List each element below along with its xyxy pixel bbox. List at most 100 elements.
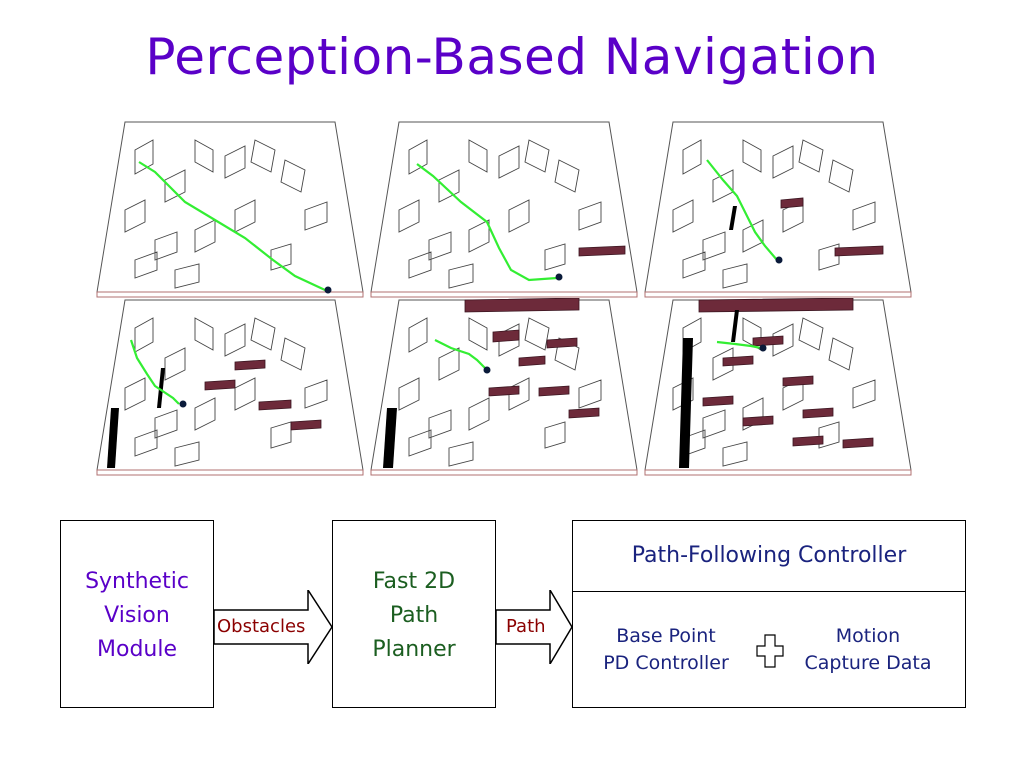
obstacle-outline <box>154 409 178 439</box>
boundary-wall <box>679 338 693 468</box>
obstacle-outline <box>280 337 306 371</box>
obstacle-outline <box>234 199 256 233</box>
perceived-wall <box>802 407 834 419</box>
obstacle-outline <box>682 251 706 279</box>
path-label: Path <box>506 616 546 637</box>
perceived-wall <box>792 435 824 447</box>
obstacle-outline <box>508 199 530 233</box>
floor <box>370 121 638 293</box>
planner-line-1: Fast 2D <box>372 569 456 594</box>
obstacle-outline <box>250 317 276 351</box>
obstacle-outline <box>468 317 488 351</box>
perceived-wall <box>464 298 580 313</box>
obstacle-outline <box>224 323 246 357</box>
boundary-wall <box>107 408 119 468</box>
floor <box>96 121 364 293</box>
obstacle-outline <box>712 347 734 381</box>
nav-panel <box>95 120 365 298</box>
obstacle-outline <box>772 323 794 357</box>
obstacle-outline <box>448 263 474 289</box>
obstacle-outline <box>134 251 158 279</box>
planner-line-3: Planner <box>372 637 456 662</box>
perceived-wall <box>258 399 292 411</box>
boundary-wall <box>731 310 739 342</box>
base-point-label: Base Point PD Controller <box>591 623 741 677</box>
agent-marker <box>483 366 491 374</box>
obstacle-outline <box>852 201 876 231</box>
perceived-wall <box>702 395 734 407</box>
obstacle-outline <box>134 317 154 353</box>
obstacles-arrow <box>214 590 334 664</box>
obstacle-outline <box>398 377 420 411</box>
planned-path <box>434 339 486 369</box>
obstacle-outline <box>498 145 520 179</box>
plus-icon <box>755 633 785 673</box>
obstacle-outline <box>428 409 452 439</box>
obstacle-outline <box>304 201 328 231</box>
perceived-wall <box>234 359 266 371</box>
obstacle-outline <box>468 397 490 431</box>
perceived-wall <box>204 379 236 391</box>
planner-line-2: Path <box>389 603 439 628</box>
obstacle-outline <box>224 145 246 179</box>
nav-panel <box>643 120 913 298</box>
nav-panel-scene <box>644 121 912 298</box>
path-arrow <box>496 590 574 664</box>
nav-panel-scene <box>370 121 638 298</box>
obstacle-outline <box>702 231 726 261</box>
perceived-wall <box>578 245 626 257</box>
perceived-wall <box>538 385 570 397</box>
planned-path <box>129 339 180 405</box>
motion-line-1: Motion <box>835 625 901 647</box>
vision-line-1: Synthetic <box>85 569 189 594</box>
obstacle-outline <box>174 441 200 467</box>
obstacle-outline <box>798 139 824 173</box>
obstacle-outline <box>578 201 602 231</box>
obstacle-outline <box>134 429 158 457</box>
obstacle-outline <box>280 159 306 193</box>
page-title: Perception-Based Navigation <box>145 28 879 86</box>
boundary-wall <box>729 206 737 230</box>
perceived-wall <box>546 337 578 349</box>
controller-header: Path-Following Controller <box>631 543 907 568</box>
obstacle-outline <box>270 421 292 449</box>
nav-panel-scene <box>644 298 912 476</box>
base-line-2: PD Controller <box>603 652 729 674</box>
obstacle-outline <box>270 243 292 271</box>
path-planner-box: Fast 2D Path Planner <box>332 520 496 708</box>
obstacle-outline <box>852 379 876 409</box>
perceived-wall <box>698 298 854 313</box>
agent-marker <box>759 344 767 352</box>
obstacle-outline <box>234 377 256 411</box>
obstacle-outline <box>174 263 200 289</box>
synthetic-vision-module-box: Synthetic Vision Module <box>60 520 214 708</box>
obstacle-outline <box>468 139 488 173</box>
obstacle-outline <box>428 231 452 261</box>
obstacle-outline <box>524 317 550 351</box>
obstacle-outline <box>544 243 566 271</box>
obstacle-outline <box>124 377 146 411</box>
perceived-wall <box>752 335 784 347</box>
obstacle-outline <box>828 337 854 371</box>
vision-line-2: Vision <box>104 603 170 628</box>
obstacle-outline <box>164 347 186 381</box>
nav-panel <box>369 298 639 476</box>
obstacle-outline <box>250 139 276 173</box>
nav-panel <box>369 120 639 298</box>
obstacle-outline <box>194 139 214 173</box>
agent-marker <box>775 256 783 264</box>
obstacle-outline <box>164 169 186 203</box>
obstacle-outline <box>818 243 840 271</box>
agent-marker <box>555 273 563 281</box>
obstacle-outline <box>672 199 694 233</box>
nav-panel <box>95 298 365 476</box>
nav-panel-scene <box>370 298 638 476</box>
obstacle-outline <box>544 421 566 449</box>
perceived-wall <box>722 355 754 367</box>
obstacle-outline <box>578 379 602 409</box>
obstacle-outline <box>124 199 146 233</box>
obstacle-outline <box>524 139 550 173</box>
obstacle-outline <box>408 429 432 457</box>
perceived-wall <box>290 419 322 431</box>
obstacle-outline <box>194 397 216 431</box>
